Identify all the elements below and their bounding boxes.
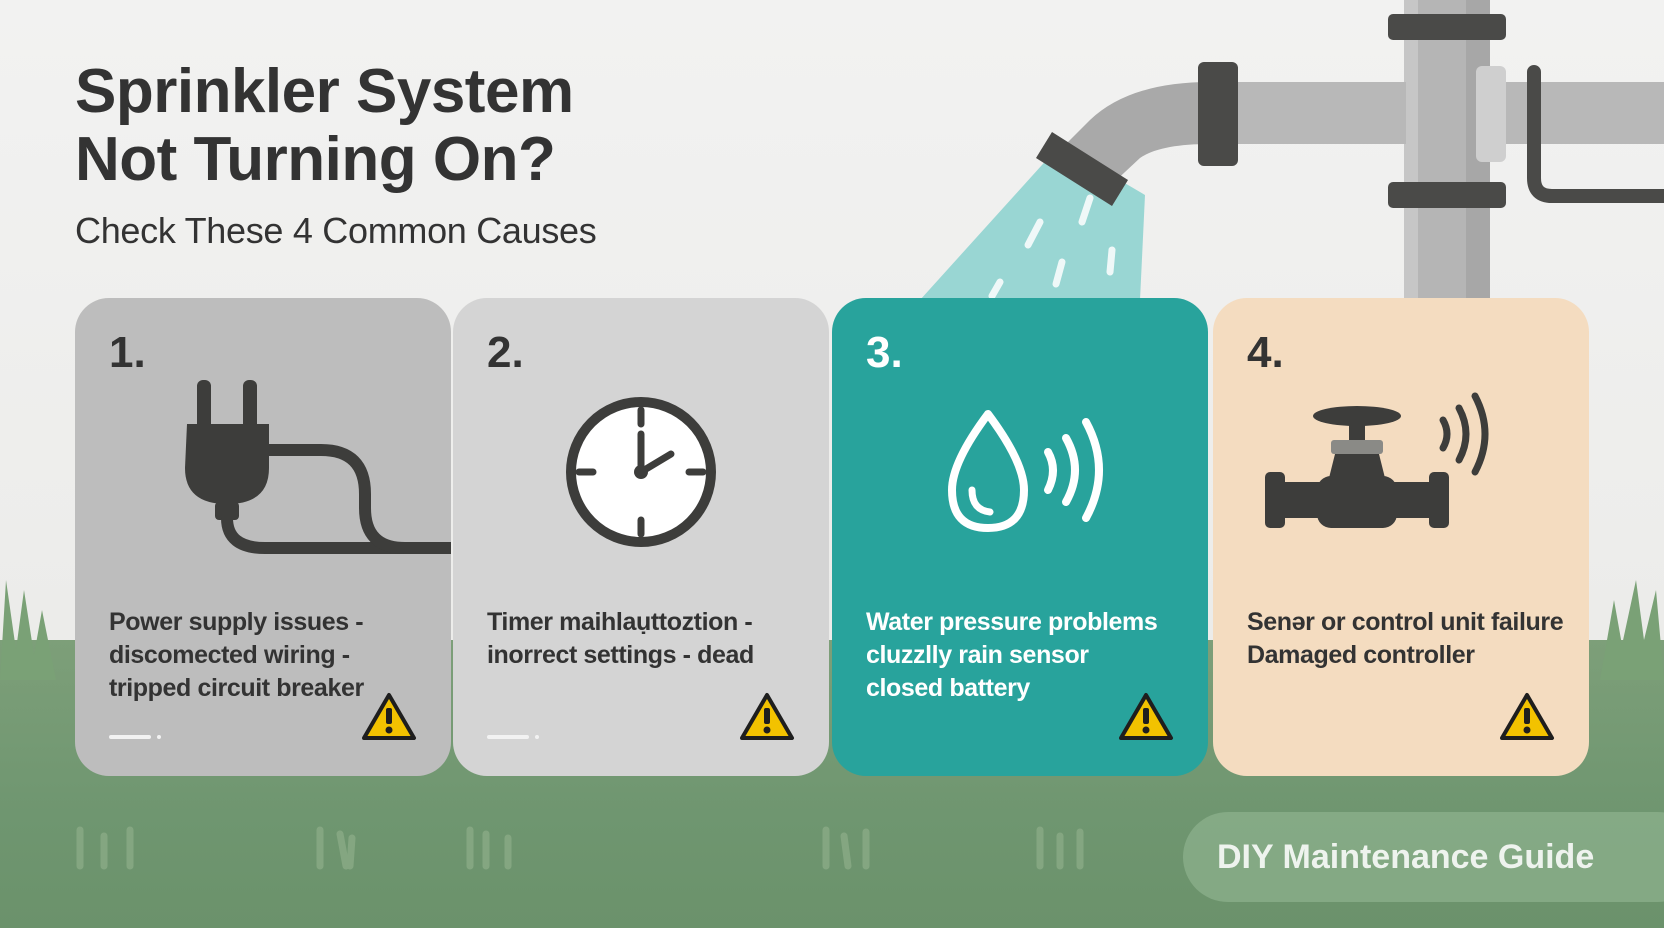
card-line: inorrect settings - dead (487, 641, 754, 669)
warning-icon (740, 693, 794, 740)
card-line: closed battery (866, 674, 1030, 702)
card-number: 3. (866, 328, 903, 377)
grass-blades (0, 580, 1664, 680)
page-title: Sprinkler System Not Turning On? (75, 58, 574, 194)
page-subtitle: Check These 4 Common Causes (75, 210, 597, 251)
card-description: Senər or control unit failure Damaged co… (1247, 606, 1567, 672)
progress-indicator (487, 735, 539, 739)
guide-badge: DIY Maintenance Guide (1183, 812, 1664, 902)
title-line-1: Sprinkler System (75, 57, 574, 126)
card-line: tripped circuit breaker (109, 674, 364, 702)
cause-card-water: 3. Water pressure problems cluzzlly rain… (832, 298, 1208, 776)
card-line: Water pressure problems (866, 608, 1158, 636)
progress-indicator (109, 735, 161, 739)
ground-marks (76, 826, 1084, 870)
valve-signal-icon (1265, 392, 1489, 528)
warning-icon (362, 693, 416, 740)
card-number: 4. (1247, 328, 1284, 377)
card-number: 1. (109, 328, 146, 377)
cause-card-power: 1. Power supply issues - discomected wir… (75, 298, 451, 776)
card-description: Water pressure problems cluzzlly rain se… (866, 606, 1186, 705)
title-line-2: Not Turning On? (75, 125, 556, 194)
card-line: Power supply issues - (109, 608, 364, 636)
cause-card-controller: 4. Senər or control unit failure Damaged… (1213, 298, 1589, 776)
card-description: Timer maihlaụttoztion - inorrect settin… (487, 606, 807, 672)
clock-icon (566, 397, 716, 547)
guide-badge-label: DIY Maintenance Guide (1217, 838, 1595, 876)
card-number: 2. (487, 328, 524, 377)
pipe-faucet-illustration (920, 0, 1664, 300)
cause-card-timer: 2. Timer maihlaụttoztion - inorrect set… (453, 298, 829, 776)
warning-icon (1500, 693, 1554, 740)
water-drop-sensor-icon (948, 410, 1103, 532)
plug-icon (185, 380, 451, 554)
card-line: Senər or control unit failure (1247, 608, 1564, 636)
card-line: Damaged controller (1247, 641, 1475, 669)
card-line: cluzzlly rain sensor (866, 641, 1089, 669)
card-description: Power supply issues - discomected wiring… (109, 606, 429, 705)
card-line: discomected wiring - (109, 641, 350, 669)
card-line: Timer maihlaụttoztion - (487, 608, 753, 636)
warning-icon (1119, 693, 1173, 740)
